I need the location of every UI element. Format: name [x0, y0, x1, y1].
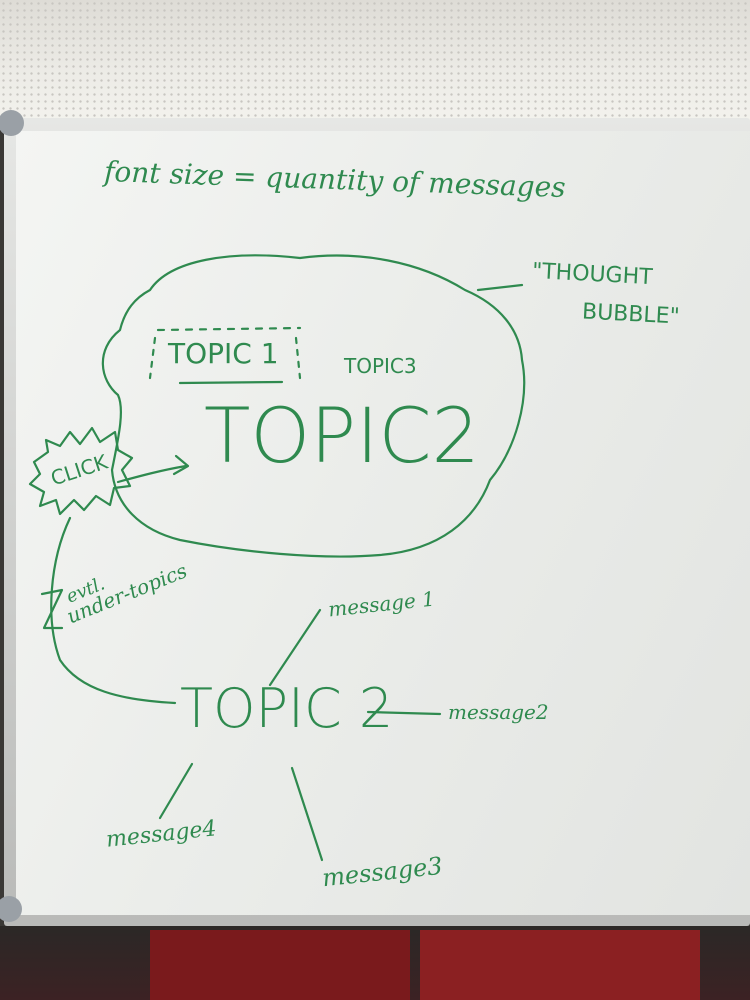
- line-to-message3: [290, 766, 324, 862]
- topic1-dashed-outline-left: [148, 336, 157, 380]
- corner-cap-top-left: [0, 110, 24, 136]
- line-to-message2: [366, 710, 442, 716]
- topic1-underline: [178, 380, 284, 385]
- thought-bubble-label-line2: BUBBLE": [581, 299, 681, 330]
- whiteboard-surface: [16, 131, 750, 915]
- bottom-topic2: TOPIC 2: [180, 677, 394, 740]
- line-to-message1: [268, 608, 322, 687]
- message-2: message2: [448, 700, 549, 724]
- topic1-dashed-outline-top: [156, 326, 302, 332]
- line-to-message4: [158, 762, 194, 820]
- bubble-topic3: TOPIC3: [344, 354, 417, 378]
- bubble-topic1: TOPIC 1: [168, 337, 279, 370]
- click-starburst: [28, 426, 134, 516]
- thought-bubble-outline: [101, 254, 526, 558]
- topic1-dashed-outline-right: [294, 336, 302, 380]
- connector-curve-to-bottom-topic: [50, 516, 177, 705]
- bubble-pointer-line: [476, 283, 524, 292]
- side-note-bracket: [40, 588, 64, 630]
- red-object-right: [420, 930, 700, 1000]
- corner-cap-bottom-left: [0, 896, 22, 922]
- red-object-left: [150, 930, 410, 1000]
- click-arrow-shaft: [116, 464, 188, 484]
- ceiling: [0, 0, 750, 128]
- bubble-topic2-large: TOPIC2: [204, 391, 480, 480]
- click-arrow-head: [172, 454, 190, 476]
